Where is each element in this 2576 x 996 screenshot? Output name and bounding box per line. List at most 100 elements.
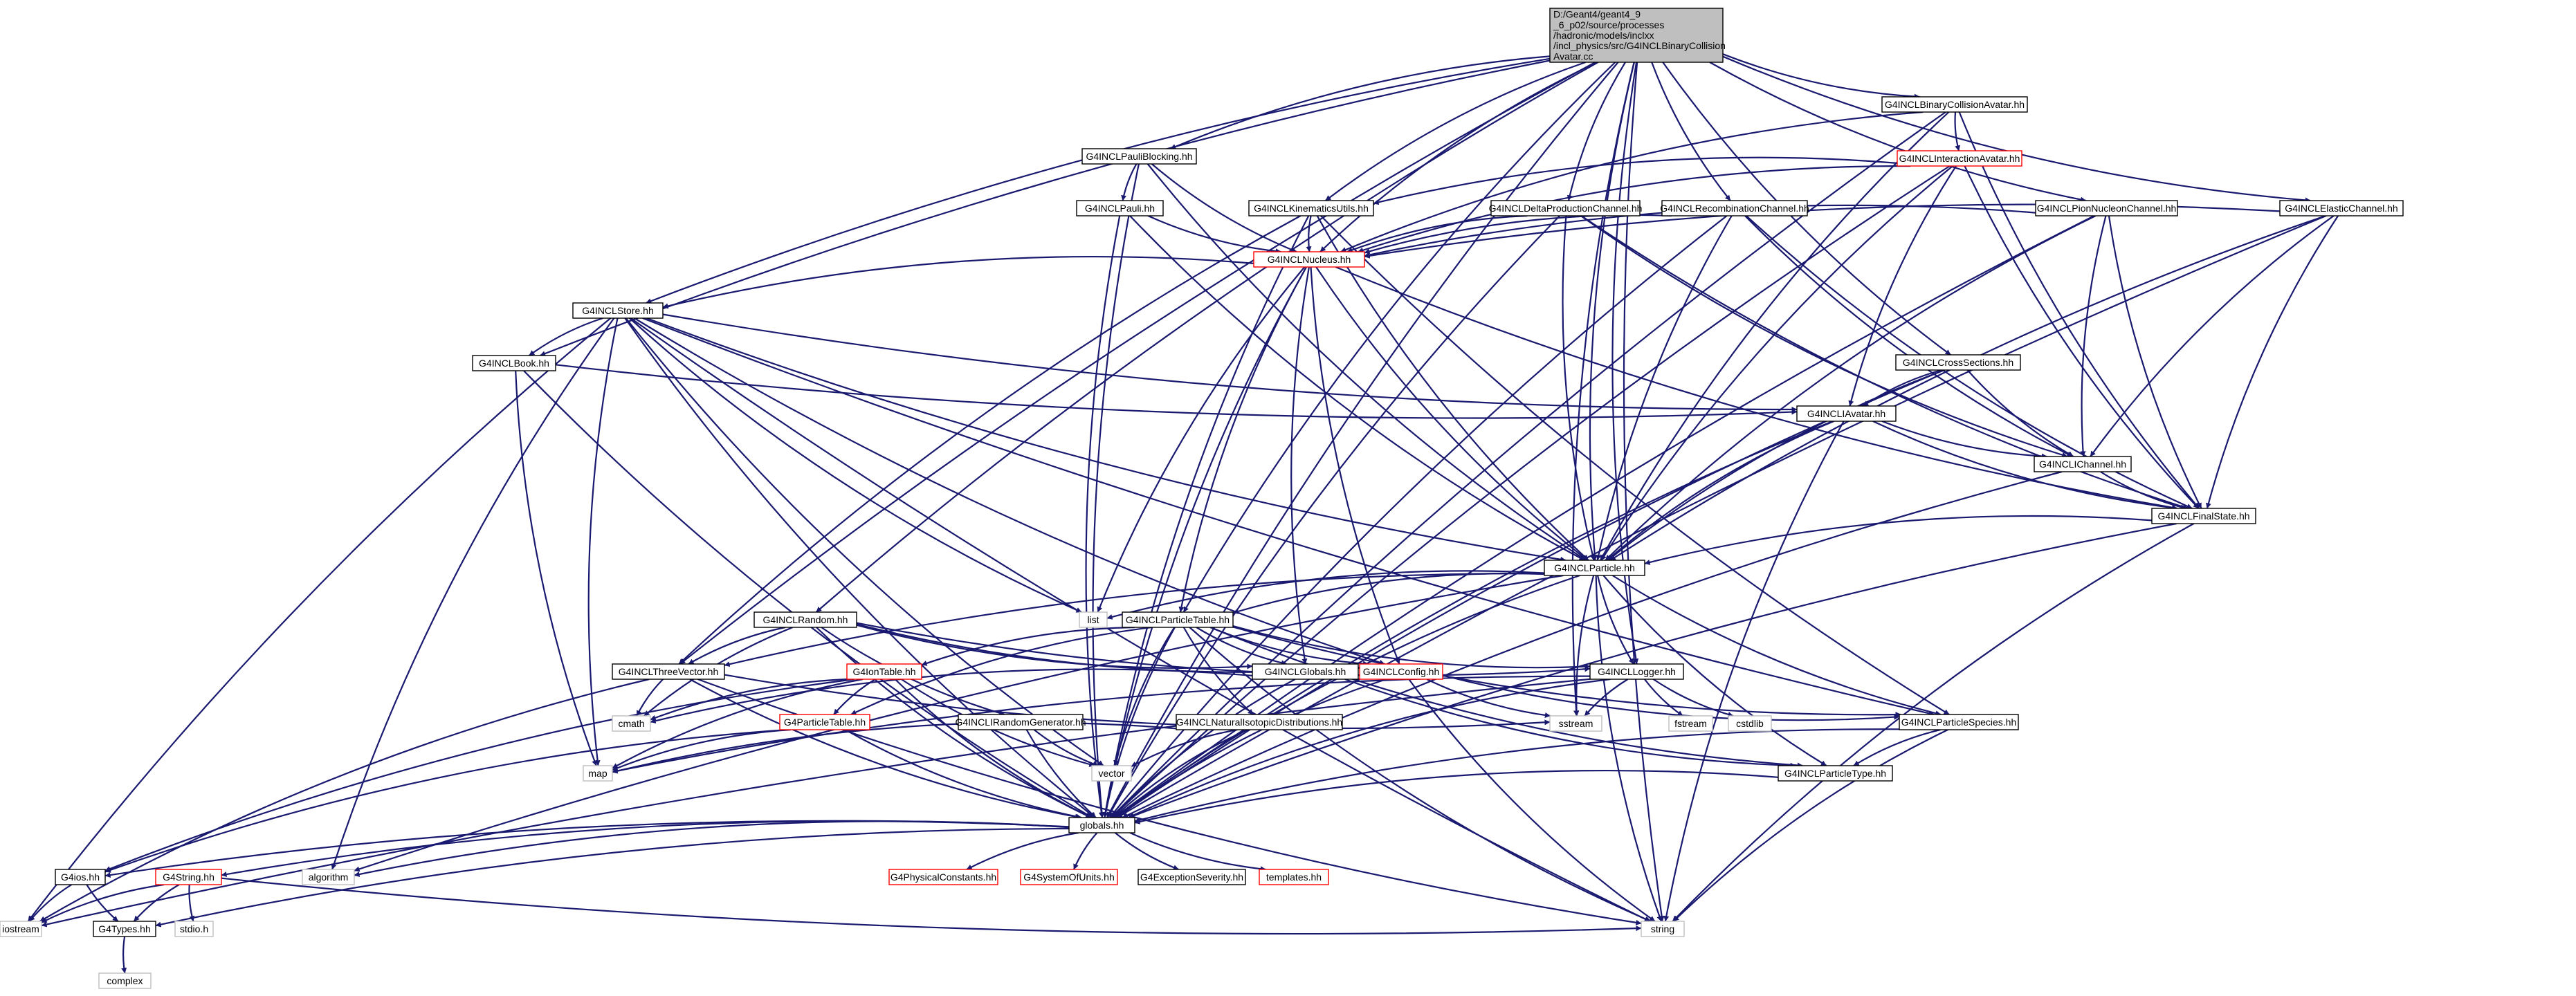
graph-node-label: iostream [2, 923, 39, 934]
graph-node-root[interactable]: D:/Geant4/geant4_9_6_p02/source/processe… [1549, 8, 1726, 63]
graph-node-g4pt[interactable]: G4ParticleTable.hh [779, 714, 870, 730]
graph-node-label: list [1087, 614, 1099, 625]
graph-node-cstdlib[interactable]: cstdlib [1728, 715, 1772, 732]
edge-g4string-to-iostream [41, 883, 165, 923]
graph-node-list[interactable]: list [1079, 611, 1108, 628]
graph-node-pb[interactable]: G4INCLPauliBlocking.hh [1081, 148, 1197, 165]
graph-node-templates[interactable]: templates.hh [1259, 869, 1329, 885]
graph-node-box [779, 714, 870, 730]
graph-node-logger[interactable]: G4INCLLogger.hh [1589, 663, 1684, 680]
edge-ia-to-fs [1964, 165, 2200, 509]
graph-node-ia[interactable]: G4INCLInteractionAvatar.hh [1897, 150, 2022, 167]
edge-root-to-nucleus [1319, 62, 1598, 252]
graph-node-random[interactable]: G4INCLRandom.hh [753, 611, 857, 628]
graph-node-rc[interactable]: G4INCLRecombinationChannel.hh [1660, 200, 1809, 216]
graph-node-vector[interactable]: vector [1091, 765, 1132, 782]
edge-ich-to-fs [2100, 471, 2186, 510]
graph-node-iav[interactable]: G4INCLIAvatar.hh [1796, 405, 1897, 422]
graph-node-nid[interactable]: G4INCLNaturalIsotopicDistributions.hh [1176, 714, 1343, 730]
edge-g4string-to-string [221, 877, 1642, 935]
graph-node-label: G4INCLStore.hh [582, 305, 654, 316]
graph-node-box [1549, 8, 1724, 63]
edge-particle-to-list [1106, 570, 1545, 620]
graph-node-label: cstdlib [1736, 718, 1764, 729]
graph-node-box [1897, 150, 2022, 167]
graph-node-sysunits[interactable]: G4SystemOfUnits.hh [1020, 869, 1118, 885]
graph-node-label: stdio.h [180, 923, 208, 934]
edge-store-to-list [629, 317, 1082, 614]
edge-logger-to-fstream [1644, 679, 1683, 717]
graph-node-config[interactable]: G4INCLConfig.hh [1359, 663, 1443, 680]
graph-node-pauli[interactable]: G4INCLPauli.hh [1076, 200, 1164, 216]
edge-nid-to-globals [1113, 728, 1248, 818]
graph-node-box [1661, 200, 1808, 216]
graph-node-ich[interactable]: G4INCLIChannel.hh [2034, 456, 2132, 472]
edge-random-to-tv [688, 626, 786, 665]
graph-node-tv[interactable]: G4INCLThreeVector.hh [612, 663, 725, 680]
edge-ptable-to-inclglobals [1196, 627, 1287, 666]
graph-node-box [1068, 817, 1135, 833]
graph-node-g4types[interactable]: G4Types.hh [93, 921, 156, 937]
edge-iontable-to-cmath [650, 678, 848, 721]
graph-node-irg[interactable]: G4INCLIRandomGenerator.hh [955, 714, 1086, 730]
graph-node-g4ios[interactable]: G4ios.hh [55, 869, 106, 885]
graph-node-box [155, 869, 222, 885]
graph-node-dpc[interactable]: G4INCLDeltaProductionChannel.hh [1489, 200, 1643, 216]
graph-node-stdio[interactable]: stdio.h [174, 921, 214, 937]
graph-node-map[interactable]: map [583, 765, 613, 782]
graph-node-excsev[interactable]: G4ExceptionSeverity.hh [1138, 869, 1246, 885]
edge-root-to-random [815, 62, 1599, 613]
graph-node-label: /incl_physics/src/G4INCLBinaryCollision [1553, 40, 1726, 51]
graph-node-box [1091, 765, 1132, 782]
edge-ku-to-particle [1316, 215, 1589, 561]
edge-root-to-ku [1325, 61, 1587, 201]
graph-node-cs[interactable]: G4INCLCrossSections.hh [1895, 354, 2021, 371]
graph-node-box [1138, 869, 1246, 885]
edge-dpc-to-ich [1580, 215, 2068, 458]
graph-node-bca[interactable]: G4INCLBinaryCollisionAvatar.hh [1881, 96, 2028, 113]
graph-node-box [612, 715, 651, 732]
graph-node-box [1549, 715, 1602, 732]
graph-node-store[interactable]: G4INCLStore.hh [572, 302, 664, 319]
edge-tv-to-iostream [39, 678, 650, 922]
graph-node-box [572, 302, 664, 319]
graph-node-ec[interactable]: G4INCLElasticChannel.hh [2279, 200, 2404, 216]
graph-node-fstream[interactable]: fstream [1668, 715, 1713, 732]
graph-node-box [583, 765, 613, 782]
graph-node-g4string[interactable]: G4String.hh [155, 869, 222, 885]
graph-node-label: G4INCLBook.hh [479, 358, 549, 369]
graph-node-complex[interactable]: complex [98, 972, 152, 989]
graph-node-globals[interactable]: globals.hh [1068, 817, 1135, 833]
graph-node-physconst[interactable]: G4PhysicalConstants.hh [888, 869, 998, 885]
graph-node-cmath[interactable]: cmath [612, 715, 651, 732]
graph-node-string[interactable]: string [1641, 921, 1685, 937]
graph-node-box [302, 869, 355, 885]
edge-rc-to-fs [1746, 215, 2193, 510]
edge-particle-to-string [1595, 575, 1663, 922]
graph-node-book[interactable]: G4INCLBook.hh [472, 355, 556, 371]
edge-store-to-vector [625, 317, 1104, 766]
graph-node-algorithm[interactable]: algorithm [302, 869, 355, 885]
graph-node-label: G4INCLParticleSpecies.hh [1901, 717, 2017, 728]
edge-ku-to-species [1320, 215, 1950, 715]
graph-node-fs[interactable]: G4INCLFinalState.hh [2151, 508, 2256, 524]
graph-node-sstream[interactable]: sstream [1549, 715, 1602, 732]
graph-node-inclglobals[interactable]: G4INCLGlobals.hh [1252, 663, 1359, 680]
graph-node-particle[interactable]: G4INCLParticle.hh [1544, 560, 1645, 576]
graph-node-ku[interactable]: G4INCLKinematicsUtils.hh [1248, 200, 1374, 216]
graph-node-label: G4INCLParticle.hh [1554, 562, 1635, 573]
graph-node-box [1796, 405, 1897, 422]
graph-node-label: G4PhysicalConstants.hh [890, 872, 996, 883]
graph-node-nucleus[interactable]: G4INCLNucleus.hh [1253, 251, 1365, 268]
graph-node-box [1122, 611, 1234, 628]
edge-root-to-dpc [1566, 62, 1626, 201]
graph-node-pnc[interactable]: G4INCLPionNucleonChannel.hh [2035, 200, 2178, 216]
graph-node-iontable[interactable]: G4IonTable.hh [846, 663, 922, 680]
graph-node-ptype[interactable]: G4INCLParticleType.hh [1778, 765, 1893, 782]
edge-random-to-inclglobals [856, 624, 1253, 670]
edge-ptable-to-iontable [921, 626, 1135, 666]
graph-node-ptable[interactable]: G4INCLParticleTable.hh [1122, 611, 1234, 628]
graph-node-species[interactable]: G4INCLParticleSpecies.hh [1899, 714, 2019, 730]
edge-iav-to-fs [1872, 421, 2177, 511]
graph-node-iostream[interactable]: iostream [0, 921, 42, 937]
